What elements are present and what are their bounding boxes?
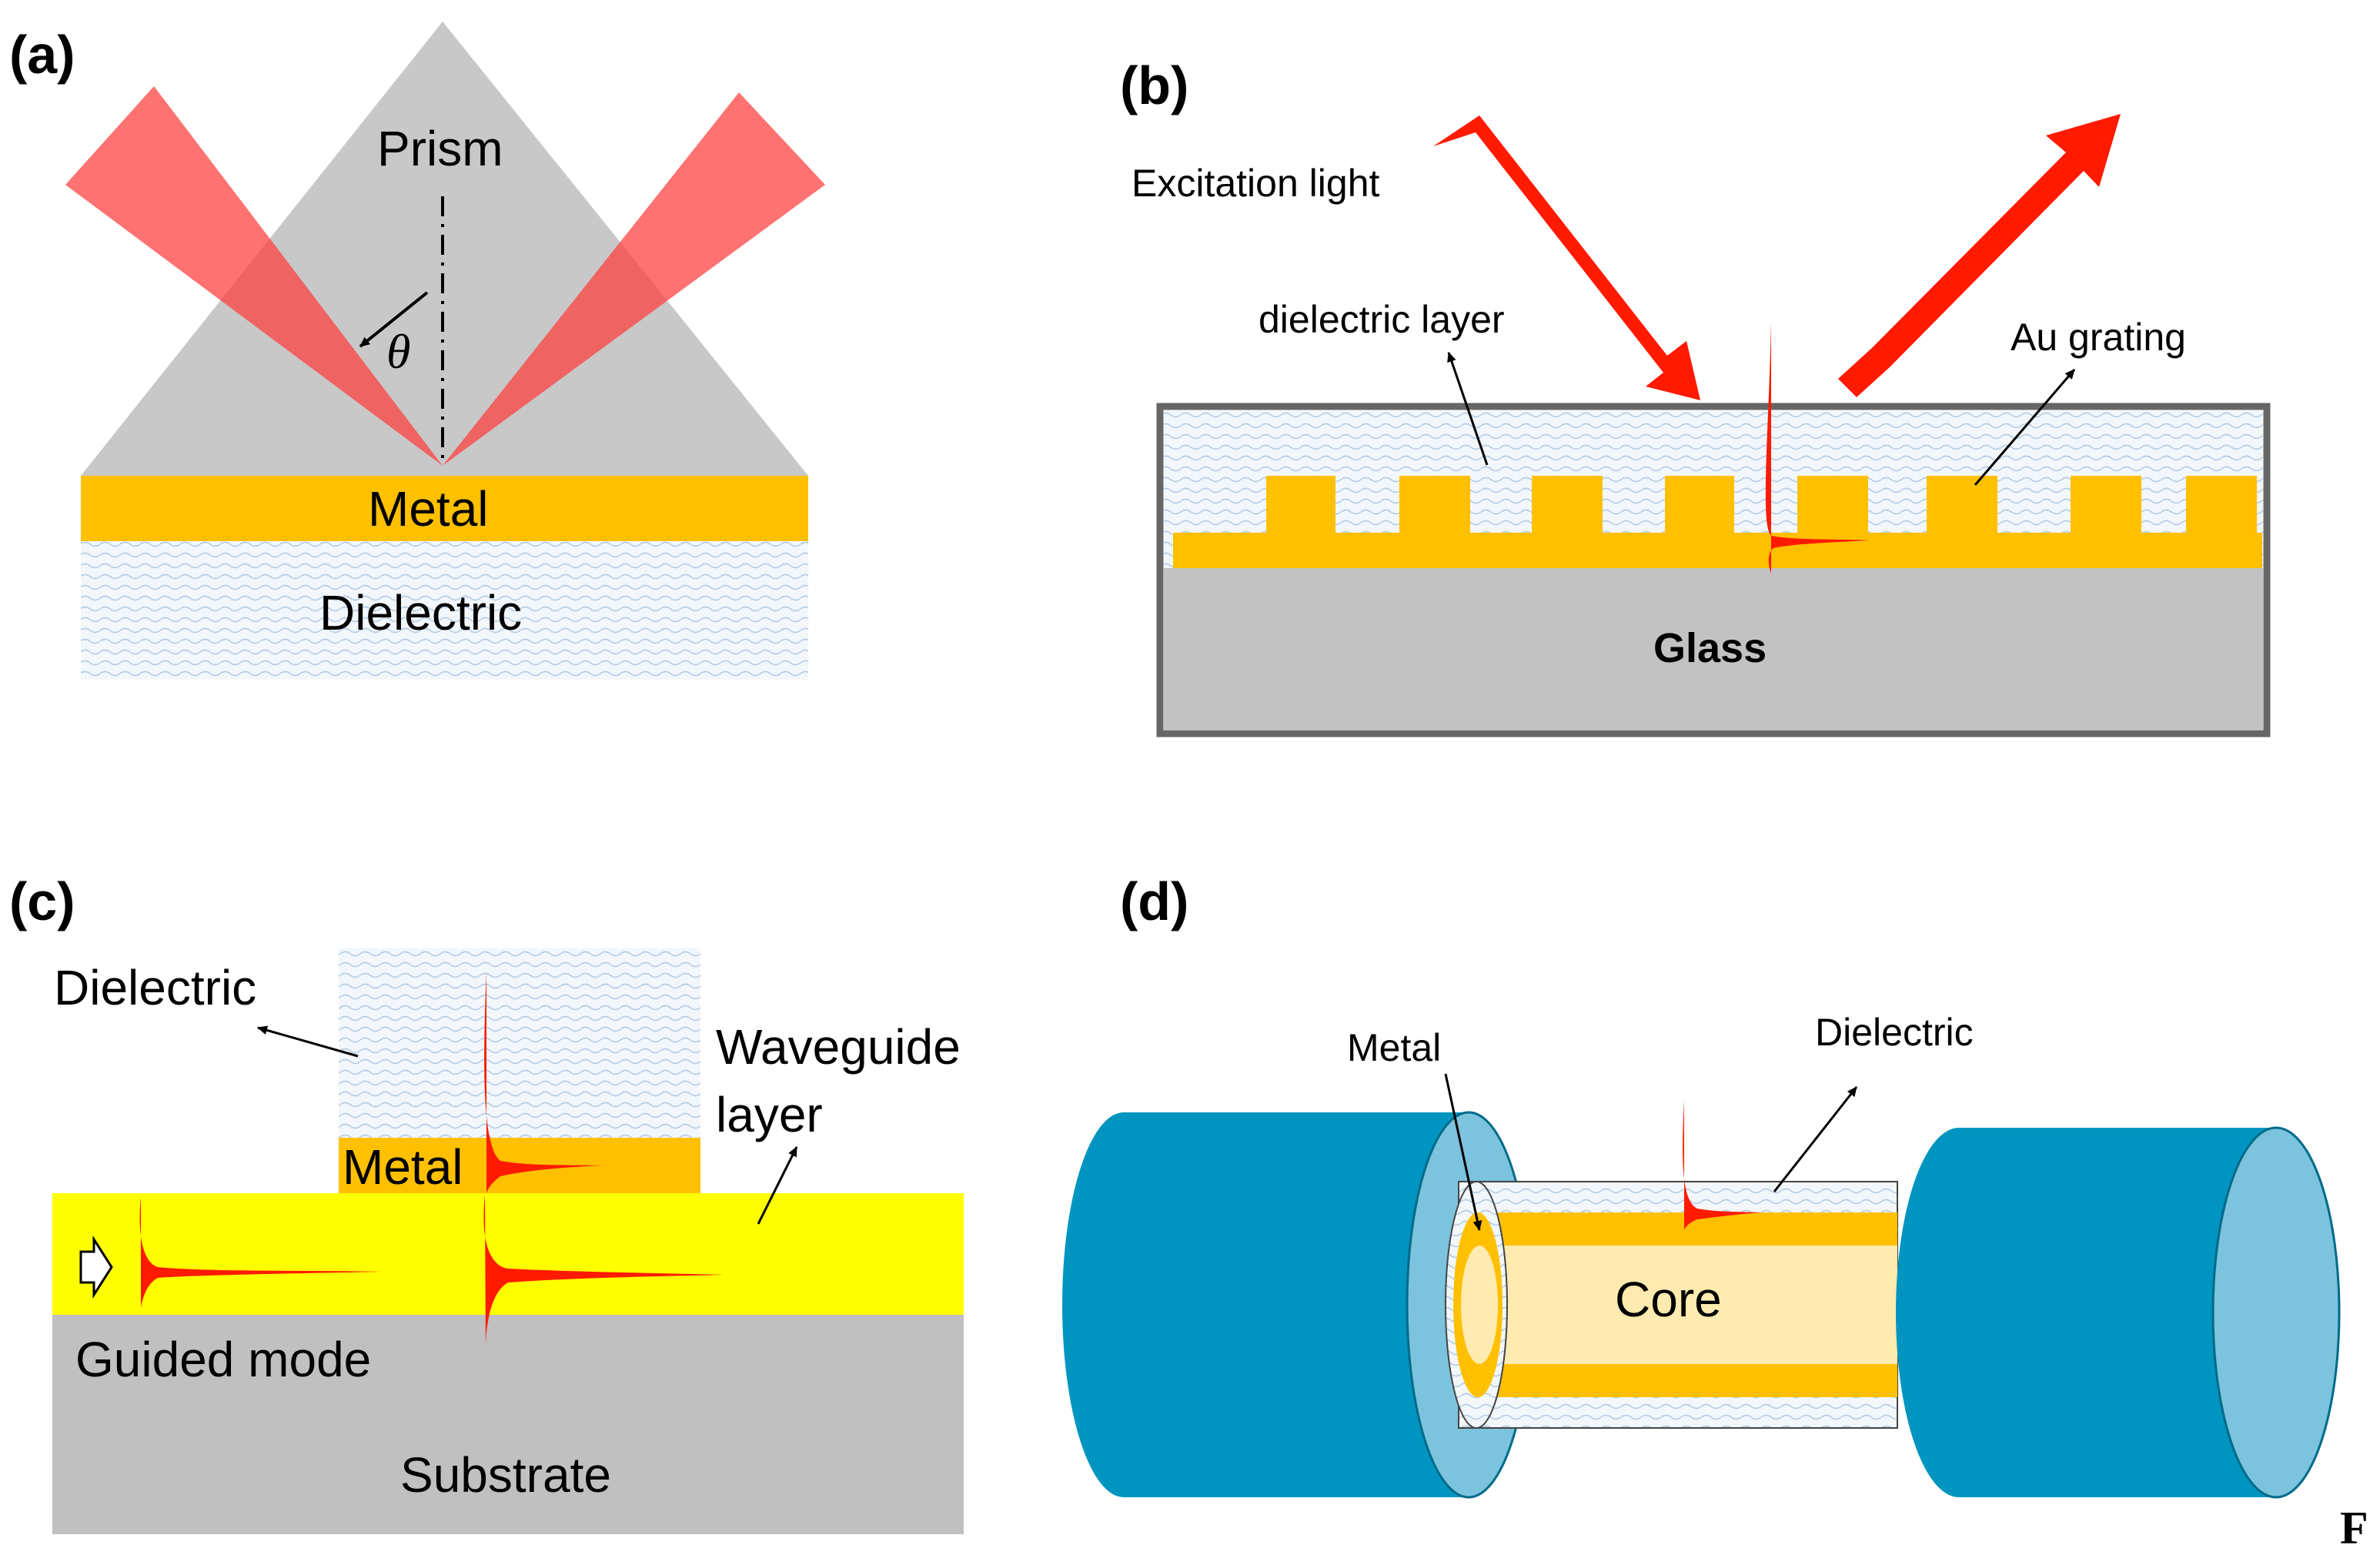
metal-label: Metal <box>368 481 489 537</box>
dielectric-layer <box>81 541 808 680</box>
plasmon-profile <box>484 971 602 1193</box>
section-end-core <box>1461 1246 1498 1364</box>
dielectric-layer-label: dielectric layer <box>1259 298 1505 341</box>
right-fiber-body <box>1896 1128 2276 1497</box>
guided-mode-profile-right <box>483 1195 724 1349</box>
dielectric-label: Dielectric <box>319 585 522 640</box>
right-fiber-end <box>2211 1126 2341 1499</box>
guided-mode-label: Guided mode <box>75 1332 371 1387</box>
panel-d: (d) Core Metal Dielectric <box>1062 871 2341 1499</box>
au-grating <box>1173 476 2262 568</box>
panel-d-label: (d) <box>1120 871 1188 931</box>
waveguide-label-line1: Waveguide <box>716 1019 961 1075</box>
substrate-label: Substrate <box>400 1447 611 1503</box>
reflected-beam <box>443 92 825 466</box>
panel-b-label: (b) <box>1120 55 1188 115</box>
dielectric-label: Dielectric <box>54 960 256 1015</box>
metal-pointer <box>1444 1073 1482 1231</box>
incident-beam <box>65 86 443 466</box>
metal-label: Metal <box>1347 1026 1441 1069</box>
reflected-arrow <box>1838 114 2121 397</box>
dielectric-block <box>339 948 700 1138</box>
panel-c: (c) Metal Dielectric Waveguide layer Gui… <box>9 871 964 1534</box>
plasmon-profile <box>1683 1101 1761 1230</box>
au-grating-label: Au grating <box>2011 316 2186 359</box>
fiber-core <box>1459 1246 1897 1364</box>
input-arrow-icon <box>79 1235 113 1299</box>
panel-a-label: (a) <box>9 25 75 85</box>
glass-label: Glass <box>1653 625 1767 671</box>
theta-symbol: θ <box>386 324 410 379</box>
metal-label: Metal <box>343 1139 463 1195</box>
excitation-arrow <box>1433 115 1700 400</box>
waveguide-label-line2: layer <box>716 1087 823 1142</box>
dielectric-pointer <box>257 1025 359 1058</box>
dielectric-pointer <box>1773 1086 1858 1192</box>
substrate <box>52 1315 964 1534</box>
waveguide-pointer <box>757 1146 798 1225</box>
au-grating-pointer <box>1974 369 2076 486</box>
prism <box>81 22 808 476</box>
dielectric-label: Dielectric <box>1815 1011 1974 1054</box>
panel-c-label: (c) <box>9 871 75 931</box>
core-label: Core <box>1615 1272 1722 1327</box>
dielectric-layer-pointer <box>1447 352 1489 466</box>
waveguide-layer <box>52 1193 964 1315</box>
metal-film <box>81 476 808 541</box>
excitation-label: Excitation light <box>1132 162 1379 205</box>
panel-b: (b) Glass Excitation light <box>1120 55 2271 737</box>
glass-substrate <box>1164 568 2263 730</box>
panel-a: (a) θ Prism Metal Dielectric <box>9 22 825 680</box>
left-fiber-body <box>1062 1112 1469 1497</box>
corner-letter: F <box>2340 1503 2368 1553</box>
prism-label: Prism <box>377 121 503 176</box>
theta-arrow <box>359 291 429 348</box>
